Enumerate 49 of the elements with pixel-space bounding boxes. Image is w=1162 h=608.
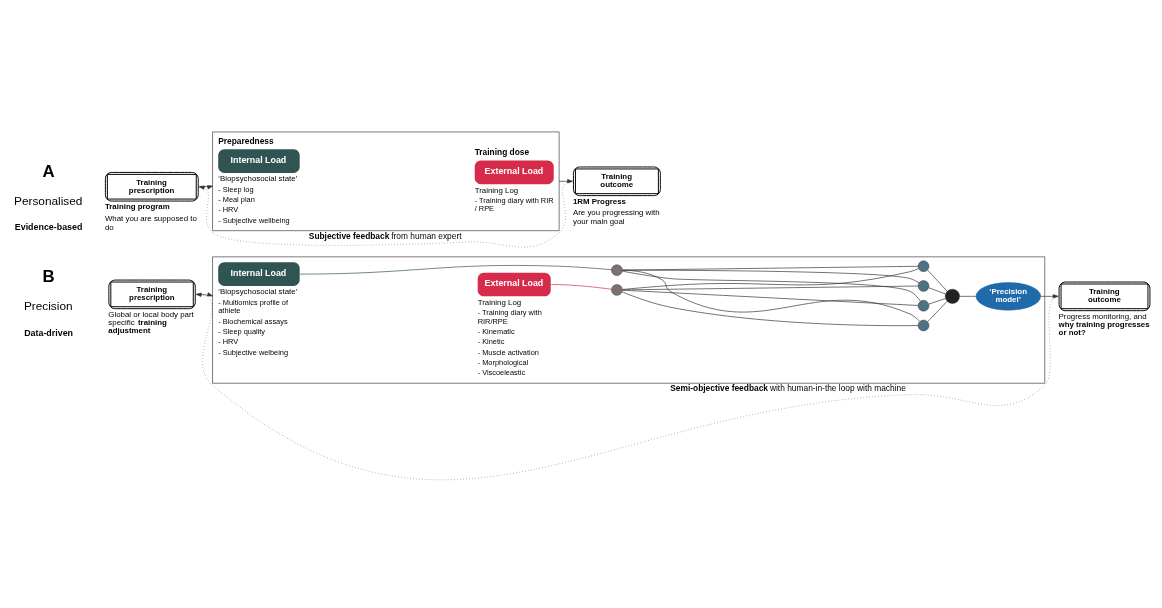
node-label: Preparedness bbox=[218, 136, 274, 147]
node-label: Training Log bbox=[477, 297, 522, 307]
node-box: External Load bbox=[474, 160, 554, 185]
node-label: ‘Biopsychosocial state’ bbox=[218, 174, 298, 184]
node-circle bbox=[611, 264, 623, 276]
node-label: Training Log bbox=[474, 185, 519, 195]
label: B bbox=[42, 266, 55, 286]
node-circle bbox=[611, 284, 623, 296]
node-box: Internal Load bbox=[218, 149, 300, 173]
node-circle bbox=[917, 260, 930, 272]
connector bbox=[928, 298, 946, 305]
edge-label: Semi-objective feedback with human-in-the loop with machine bbox=[670, 383, 906, 394]
edge-label: Subjective feedback from human expert bbox=[308, 230, 462, 241]
cluster bbox=[212, 256, 1046, 384]
node-box: External Load bbox=[477, 272, 551, 297]
connector bbox=[621, 291, 919, 326]
node-circle bbox=[945, 288, 960, 304]
node-label: Global or local body part specific training adjustment bbox=[108, 309, 194, 335]
node-circle bbox=[917, 300, 930, 312]
connector bbox=[927, 301, 948, 322]
node-circle bbox=[917, 280, 930, 292]
arrow bbox=[558, 179, 573, 184]
node-ellipse: ‘Precision model’ bbox=[975, 282, 1041, 311]
connector bbox=[959, 296, 977, 297]
connector bbox=[550, 284, 612, 290]
node-label: What you are supposed to do bbox=[104, 213, 197, 232]
connector bbox=[622, 268, 919, 290]
node-label: Training dose bbox=[474, 147, 530, 158]
node-label: ‘Biopsychosocial state’ bbox=[218, 287, 298, 297]
node-label: Are you progressing with your main goal bbox=[572, 208, 660, 227]
label: Precision bbox=[23, 299, 73, 314]
label: Data-driven bbox=[24, 327, 73, 338]
connector bbox=[299, 265, 612, 275]
connector bbox=[928, 287, 946, 295]
cluster bbox=[212, 131, 560, 231]
connector bbox=[622, 289, 919, 306]
connector bbox=[927, 269, 948, 292]
node-label: Progress monitoring, and why training progresses or not? bbox=[1058, 311, 1150, 337]
connector bbox=[622, 270, 921, 302]
arrow bbox=[1040, 294, 1059, 299]
connector bbox=[622, 265, 919, 271]
label: Personalised bbox=[14, 194, 83, 209]
label: A bbox=[42, 161, 55, 181]
connector bbox=[622, 269, 920, 322]
label: Evidence-based bbox=[14, 222, 83, 233]
node-label: 1RM Progress bbox=[572, 196, 626, 206]
node-box: Internal Load bbox=[218, 262, 300, 286]
node-circle bbox=[917, 319, 930, 332]
node-label: Training program bbox=[104, 202, 170, 212]
